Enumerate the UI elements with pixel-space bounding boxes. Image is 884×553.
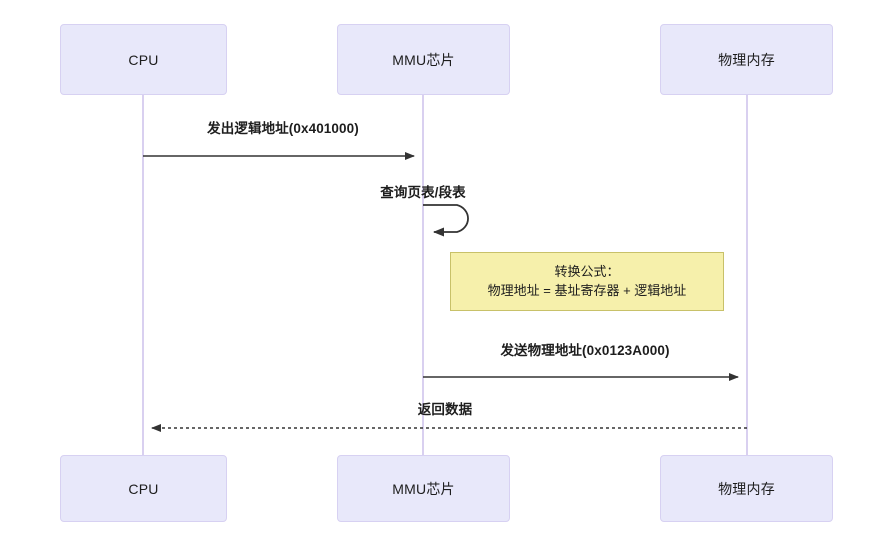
message-label-m2: 查询页表/段表 [380, 185, 466, 200]
lifeline-cpu [142, 95, 144, 455]
lifeline-mmu [422, 95, 424, 455]
note-line-title: 转换公式： [554, 263, 620, 279]
participant-box-mem-bottom[interactable]: 物理内存 [660, 455, 833, 522]
message-label-m3: 发送物理地址(0x0123A000) [500, 343, 670, 358]
participant-label-mem-top: 物理内存 [718, 51, 775, 68]
participant-label-mmu-top: MMU芯片 [392, 51, 455, 68]
note-conversion-formula: 转换公式： 物理地址 = 基址寄存器 + 逻辑地址 [450, 252, 724, 311]
message-label-m1: 发出逻辑地址(0x401000) [207, 121, 359, 136]
participant-label-mmu-bottom: MMU芯片 [392, 480, 455, 497]
participant-label-mem-bottom: 物理内存 [718, 480, 775, 497]
participant-box-cpu-top[interactable]: CPU [60, 24, 227, 95]
message-arrow-m2-selfloop [423, 204, 469, 237]
message-label-m4: 返回数据 [417, 402, 473, 417]
participant-box-mmu-bottom[interactable]: MMU芯片 [337, 455, 510, 522]
participant-label-cpu-top: CPU [128, 51, 159, 68]
participant-box-mmu-top[interactable]: MMU芯片 [337, 24, 510, 95]
lifeline-mem [746, 95, 748, 455]
note-line-formula: 物理地址 = 基址寄存器 + 逻辑地址 [487, 282, 687, 298]
participant-box-cpu-bottom[interactable]: CPU [60, 455, 227, 522]
participant-box-mem-top[interactable]: 物理内存 [660, 24, 833, 95]
participant-label-cpu-bottom: CPU [128, 480, 159, 497]
